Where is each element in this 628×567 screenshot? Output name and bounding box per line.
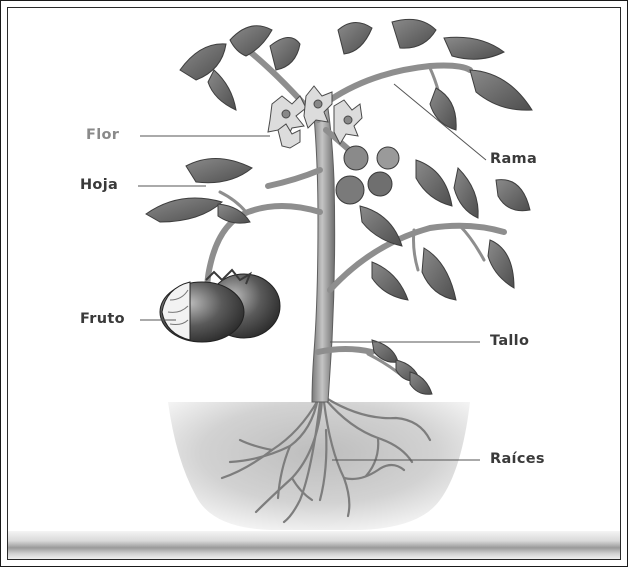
label-flor: Flor bbox=[86, 127, 119, 143]
label-fruto: Fruto bbox=[80, 311, 125, 327]
flower-buds bbox=[336, 146, 399, 204]
label-tallo: Tallo bbox=[490, 333, 529, 349]
label-rama: Rama bbox=[490, 151, 537, 167]
fruit bbox=[160, 270, 280, 342]
main-stem bbox=[312, 96, 335, 402]
label-hoja: Hoja bbox=[80, 177, 118, 193]
flowers bbox=[268, 86, 362, 148]
label-raices: Raíces bbox=[490, 451, 545, 467]
